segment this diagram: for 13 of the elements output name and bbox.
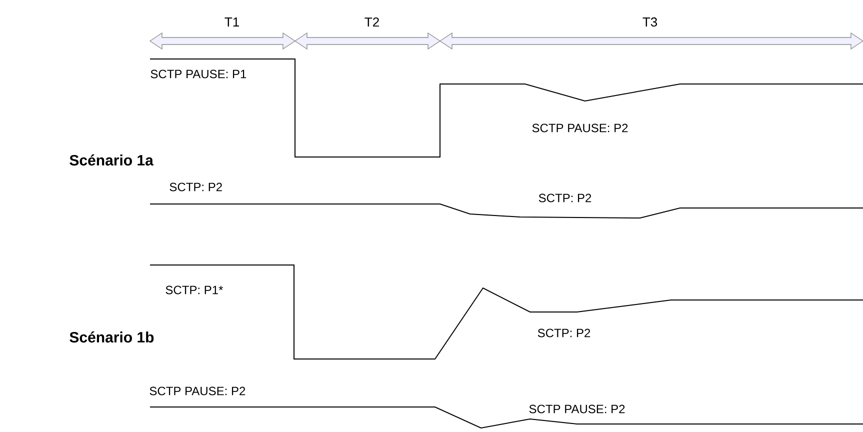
scenario-heading: Scénario 1a [70, 154, 154, 166]
signal-label: SCTP: P1* [166, 286, 224, 294]
scenario-heading: Scénario 1b [70, 331, 154, 343]
signal-label: SCTP PAUSE: P2 [532, 124, 628, 132]
period-label: T3 [642, 17, 658, 27]
signal-label: SCTP: P2 [538, 328, 590, 338]
signal-label: SCTP: P2 [538, 194, 592, 202]
period-label: T2 [364, 17, 379, 27]
signal-label: SCTP: P2 [170, 182, 222, 192]
period-label: T1 [224, 18, 239, 26]
signal-label: SCTP PAUSE: P2 [529, 404, 625, 414]
signal-label: SCTP PAUSE: P1 [150, 70, 246, 78]
signal-label: SCTP PAUSE: P2 [150, 386, 246, 396]
